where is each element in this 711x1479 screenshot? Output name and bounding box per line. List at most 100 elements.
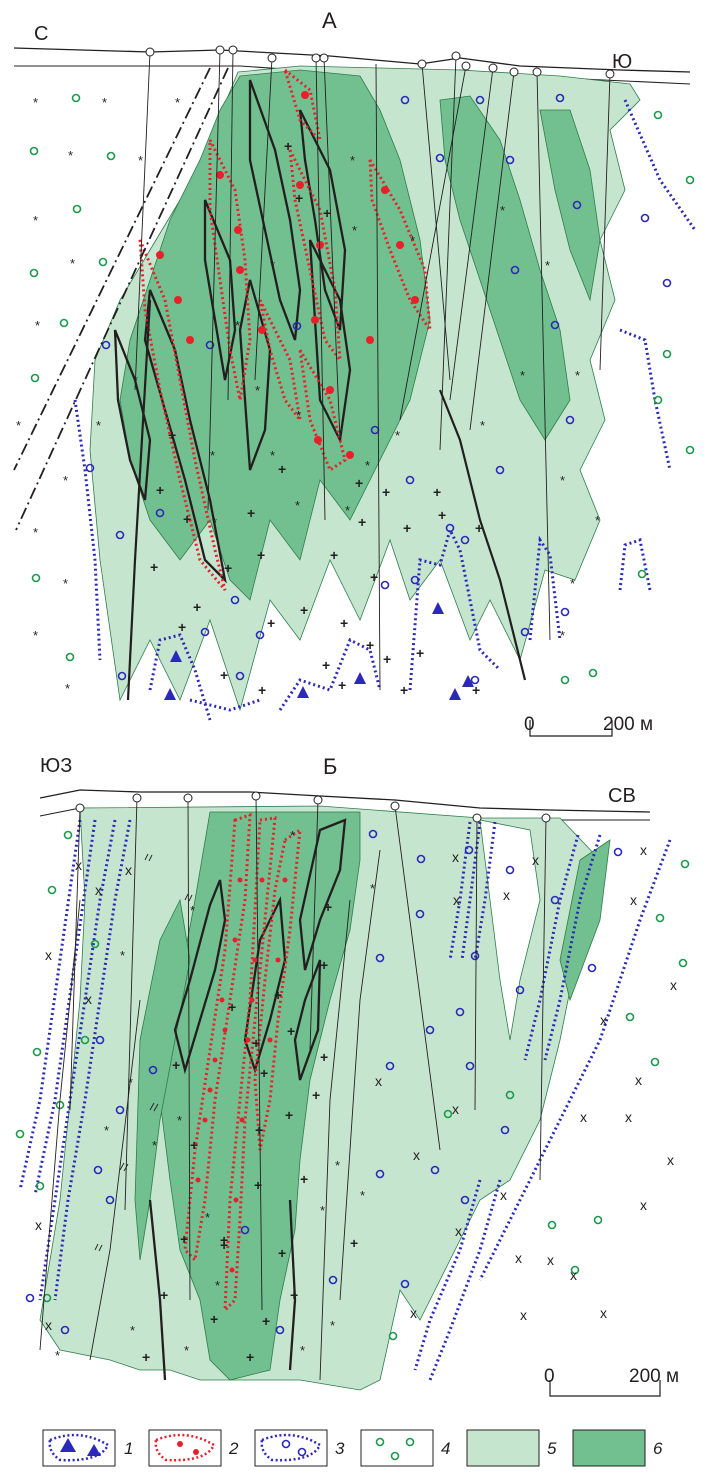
- red-dot-icon: [177, 1441, 183, 1447]
- legend-num-3: 3: [335, 1439, 345, 1458]
- svg-text:*: *: [300, 1343, 305, 1358]
- svg-text:x: x: [625, 1109, 632, 1125]
- svg-text:x: x: [452, 849, 459, 865]
- blue-circle-icon: [281, 1439, 291, 1449]
- svg-text:*: *: [33, 95, 38, 110]
- legend-item-2: 2: [148, 1429, 239, 1467]
- dark-green-swatch: [572, 1429, 646, 1467]
- svg-text:*: *: [130, 1323, 135, 1338]
- svg-text:*: *: [350, 153, 355, 168]
- scale-a-value: 200 м: [603, 714, 653, 735]
- svg-text:*: *: [55, 1348, 60, 1363]
- legend-num-4: 4: [441, 1439, 450, 1458]
- svg-text:+: +: [262, 1313, 270, 1329]
- legend-item-4: 4: [360, 1429, 450, 1467]
- svg-text:*: *: [570, 576, 575, 591]
- svg-text:*: *: [177, 1113, 182, 1128]
- svg-text:+: +: [178, 619, 186, 635]
- section-b-left-direction: ЮЗ: [40, 755, 72, 777]
- section-a-left-direction: С: [34, 23, 48, 45]
- svg-text:*: *: [190, 903, 195, 918]
- svg-text:*: *: [370, 881, 375, 896]
- svg-text:+: +: [254, 1177, 262, 1193]
- svg-text:+: +: [258, 682, 266, 698]
- svg-text:x: x: [453, 892, 460, 908]
- svg-text:x: x: [503, 887, 510, 903]
- svg-text:+: +: [168, 427, 176, 443]
- svg-text:*: *: [395, 428, 400, 443]
- svg-text:*: *: [152, 1138, 157, 1153]
- dark-green-zone-a3: [539, 109, 601, 302]
- svg-text:x: x: [580, 1109, 587, 1125]
- svg-text:+: +: [278, 461, 286, 477]
- svg-text:x: x: [500, 1187, 507, 1203]
- svg-text:*: *: [270, 448, 275, 463]
- svg-text:+: +: [330, 547, 338, 563]
- svg-text:x: x: [635, 1072, 642, 1088]
- legend-item-3: 3: [254, 1429, 345, 1467]
- legend-item-1: 1: [42, 1429, 133, 1467]
- svg-text:+: +: [220, 1237, 228, 1253]
- scale-bar-a: 0 200 м: [524, 714, 653, 737]
- svg-text:x: x: [670, 977, 677, 993]
- svg-text:x: x: [413, 1147, 420, 1163]
- svg-text:*: *: [560, 473, 565, 488]
- svg-text:x: x: [600, 1012, 607, 1028]
- svg-text:*: *: [138, 153, 143, 168]
- green-circle-icon: [375, 1437, 385, 1447]
- svg-text:+: +: [183, 511, 191, 527]
- legend: 1 2 3 4 5: [42, 1429, 663, 1467]
- legend-num-6: 6: [653, 1439, 663, 1458]
- svg-text:x: x: [640, 1197, 647, 1213]
- dark-green-zone-a2: [439, 95, 571, 441]
- red-ore-body-a1: [282, 65, 323, 145]
- svg-text:+: +: [156, 482, 164, 498]
- svg-text:+: +: [257, 547, 265, 563]
- svg-text:+: +: [228, 999, 236, 1015]
- scale-bar-b: 0 200 м: [544, 1366, 679, 1397]
- svg-text:+: +: [370, 569, 378, 585]
- svg-text:*: *: [215, 1278, 220, 1293]
- svg-text:*: *: [360, 1188, 365, 1203]
- svg-text:+: +: [190, 1137, 198, 1153]
- legend-num-2: 2: [228, 1439, 239, 1458]
- svg-text:+: +: [210, 1311, 218, 1327]
- svg-text:+: +: [193, 599, 201, 615]
- svg-text:+: +: [255, 1122, 263, 1138]
- svg-text:+: +: [323, 205, 331, 221]
- svg-text:x: x: [375, 1073, 382, 1089]
- svg-text:*: *: [68, 148, 73, 163]
- svg-text:*: *: [410, 233, 415, 248]
- svg-text:*: *: [205, 1210, 210, 1225]
- svg-text:+: +: [340, 615, 348, 631]
- svg-text:+: +: [358, 514, 366, 530]
- svg-text:x: x: [410, 1305, 417, 1321]
- svg-text:*: *: [35, 318, 40, 333]
- svg-text:+: +: [382, 484, 390, 500]
- svg-text:+: +: [366, 637, 374, 653]
- svg-text:+: +: [320, 1049, 328, 1065]
- scale-a-zero: 0: [524, 714, 535, 735]
- svg-text:*: *: [33, 525, 38, 540]
- svg-text:x: x: [455, 1223, 462, 1239]
- svg-text:+: +: [475, 520, 483, 536]
- legend-num-5: 5: [547, 1439, 557, 1458]
- svg-text:+: +: [472, 682, 480, 698]
- svg-text:*: *: [33, 213, 38, 228]
- svg-text:*: *: [296, 408, 301, 423]
- svg-text:*: *: [270, 258, 275, 273]
- svg-text:+: +: [383, 651, 391, 667]
- svg-text:*: *: [295, 498, 300, 513]
- svg-text:*: *: [33, 628, 38, 643]
- scale-b-zero: 0: [544, 1366, 555, 1387]
- svg-text:*: *: [96, 418, 101, 433]
- red-ore-body-b1: [183, 812, 252, 1264]
- svg-text:+: +: [224, 560, 232, 576]
- svg-text:*: *: [104, 1123, 109, 1138]
- svg-text:+: +: [433, 484, 441, 500]
- svg-text:x: x: [640, 842, 647, 858]
- svg-text:+: +: [284, 138, 292, 154]
- svg-text:+: +: [278, 1245, 286, 1261]
- svg-text:+: +: [274, 987, 282, 1003]
- svg-text:*: *: [320, 1203, 325, 1218]
